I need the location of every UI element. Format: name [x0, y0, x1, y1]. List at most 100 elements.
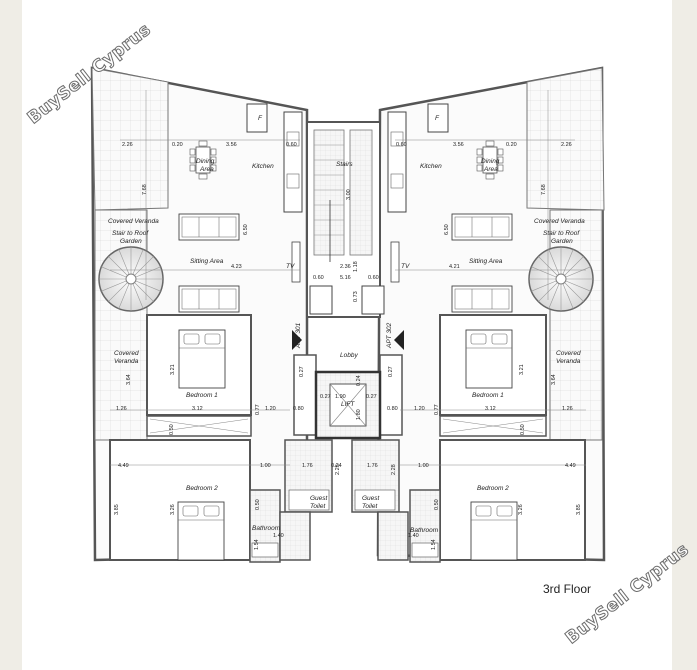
label-covered-veranda-left: Covered Veranda: [108, 218, 159, 225]
label-toilet-left: Toilet: [310, 503, 326, 510]
dim-7-68-left: 7.68: [142, 184, 148, 195]
label-guest-right: Guest: [362, 495, 381, 502]
label-bathroom-right: Bathroom: [410, 527, 439, 534]
building-core: [292, 121, 404, 440]
dim-0-50-right: 0.50: [520, 424, 526, 435]
label-sitting-left: Sitting Area: [190, 258, 224, 265]
dim-7-68-right: 7.68: [541, 184, 547, 195]
dim-1-40-left: 1.40: [273, 533, 284, 539]
dim-1-54-right: 1.54: [431, 539, 437, 550]
dim-4-49-right: 4.49: [565, 463, 576, 469]
label-kitchen-right: Kitchen: [420, 163, 442, 170]
dim-4-49-left: 4.49: [118, 463, 129, 469]
label-stair-roof-left: Stair to Roof: [112, 230, 149, 237]
dim-0-24-lift: 0.24: [356, 375, 362, 386]
dim-3-85-right: 3.85: [576, 504, 582, 515]
dim-0-77-right: 0.77: [434, 404, 440, 415]
dim-3-85-left: 3.85: [114, 504, 120, 515]
dim-4-23: 4.23: [231, 264, 242, 270]
dim-0-27-right: 0.27: [366, 394, 377, 400]
dim-3-56-right: 3.56: [453, 142, 464, 148]
dim-1-00-left: 1.00: [260, 463, 271, 469]
label-veranda-right: Veranda: [556, 358, 581, 365]
dim-3-12-left: 3.12: [192, 406, 203, 412]
dim-1-40-right: 1.40: [408, 533, 419, 539]
label-covered-right: Covered: [556, 350, 581, 357]
label-sitting-right: Sitting Area: [469, 258, 503, 265]
dim-0-60-core-left: 0.60: [313, 275, 324, 281]
dim-1-00-right: 1.00: [418, 463, 429, 469]
label-tv-left: TV: [286, 263, 295, 270]
label-tv-right: TV: [401, 263, 410, 270]
dim-1-76-right: 1.76: [367, 463, 378, 469]
dim-1-18: 1.18: [353, 261, 359, 272]
dim-3-38-stairs: 3.00: [346, 189, 352, 200]
dim-1-90: 1.90: [335, 394, 346, 400]
dim-0-50-bath-left: 0.50: [255, 499, 261, 510]
dim-0-73: 0.73: [353, 291, 359, 302]
label-bedroom1-left: Bedroom 1: [186, 392, 218, 399]
dim-0-50-left: 0.50: [169, 424, 175, 435]
dim-0-60-right: 0.60: [396, 142, 407, 148]
dim-3-12-right: 3.12: [485, 406, 496, 412]
label-bedroom2-right: Bedroom 2: [477, 485, 509, 492]
dim-0-50-bath-right: 0.50: [434, 499, 440, 510]
label-kitchen-left: Kitchen: [252, 163, 274, 170]
dim-0-27-left: 0.27: [320, 394, 331, 400]
dim-6-50-left: 6.50: [243, 224, 249, 235]
right-apartment: [351, 66, 606, 563]
label-lobby: Lobby: [340, 352, 358, 359]
label-garden-left: Garden: [120, 238, 142, 245]
dim-5-16: 5.16: [340, 275, 351, 281]
label-bedroom1-right: Bedroom 1: [472, 392, 504, 399]
dim-0-27-v-right: 0.27: [388, 366, 394, 377]
label-garden-right: Garden: [551, 238, 573, 245]
dim-1-26-right: 1.26: [562, 406, 573, 412]
dim-6-50-right: 6.50: [444, 224, 450, 235]
dim-0-60-left: 0.60: [286, 142, 297, 148]
label-toilet-right: Toilet: [362, 503, 378, 510]
dim-2-28-left: 2.28: [335, 464, 341, 475]
dim-0-20-left: 0.20: [172, 142, 183, 148]
label-stair-roof-right: Stair to Roof: [543, 230, 580, 237]
floor-label: 3rd Floor: [543, 582, 592, 596]
dim-3-64-left: 3.64: [126, 374, 132, 385]
dim-4-21: 4.21: [449, 264, 460, 270]
dim-2-26-left: 2.26: [122, 142, 133, 148]
dim-0-60-core-right: 0.60: [368, 275, 379, 281]
dim-1-54-left: 1.54: [254, 539, 260, 550]
dim-2-26-right: 2.26: [561, 142, 572, 148]
dim-3-21-right: 3.21: [519, 364, 525, 375]
dim-3-56-left: 3.56: [226, 142, 237, 148]
dim-3-26-left: 3.26: [170, 504, 176, 515]
dim-2-36: 2.36: [340, 264, 351, 270]
label-covered-veranda-right: Covered Veranda: [534, 218, 585, 225]
dim-0-20-right: 0.20: [506, 142, 517, 148]
label-covered-left: Covered: [114, 350, 139, 357]
label-area-left: Area: [199, 166, 214, 173]
dim-1-26-left: 1.26: [116, 406, 127, 412]
dim-3-26-right: 3.26: [518, 504, 524, 515]
label-bathroom-left: Bathroom: [252, 525, 281, 532]
dim-1-76-left: 1.76: [302, 463, 313, 469]
dimension-lines: [110, 90, 586, 466]
label-dining-left: Dining: [196, 158, 215, 165]
label-lift: LIFT: [341, 401, 355, 408]
label-apt-302: APT 302: [386, 322, 393, 349]
dim-0-80-left: 0.80: [293, 406, 304, 412]
label-guest-left: Guest: [310, 495, 329, 502]
dim-0-27-v-left: 0.27: [299, 366, 305, 377]
label-fridge-left: F: [258, 115, 263, 122]
dim-0-80-right: 0.80: [387, 406, 398, 412]
dim-0-77-left: 0.77: [255, 404, 261, 415]
label-bedroom2-left: Bedroom 2: [186, 485, 218, 492]
dim-0-24-core: 0.24: [331, 463, 342, 469]
left-apartment: [90, 66, 333, 563]
label-stairs: Stairs: [336, 161, 353, 168]
label-area-right: Area: [483, 166, 498, 173]
dim-1-20-left: 1.20: [265, 406, 276, 412]
label-apt-301: APT 301: [295, 322, 302, 349]
dim-2-28-right: 2.28: [391, 464, 397, 475]
dim-1-20-right: 1.20: [414, 406, 425, 412]
